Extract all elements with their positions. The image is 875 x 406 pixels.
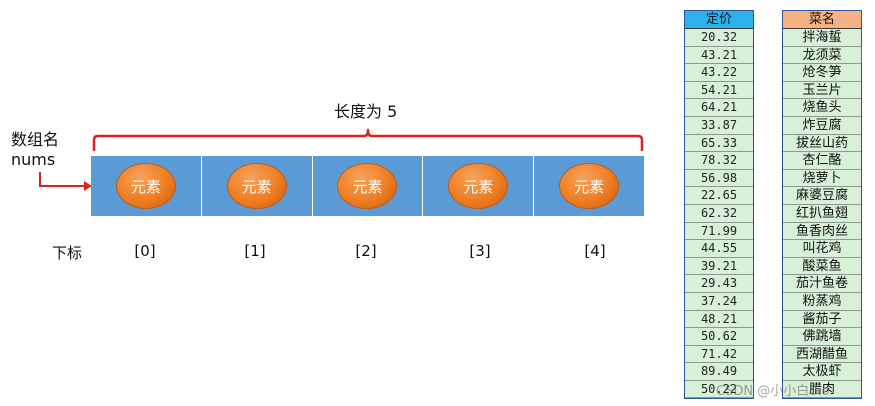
index-caption: 下标 [52, 244, 83, 262]
price-cell: 62.32 [685, 204, 753, 223]
price-cell: 54.21 [685, 81, 753, 100]
length-label: 长度为 5 [334, 102, 398, 121]
watermark: CSDN @小小白0.o [716, 384, 830, 399]
dish-cell: 佛跳墙 [783, 328, 861, 346]
price-cell: 50.62 [685, 328, 753, 346]
index-label: [3] [469, 242, 491, 260]
dish-cell: 红扒鱼翅 [783, 204, 861, 223]
price-cell: 48.21 [685, 310, 753, 329]
dish-cell: 玉兰片 [783, 81, 861, 100]
array-cell: 元素 [91, 156, 202, 216]
dish-cell: 烧萝卜 [783, 169, 861, 188]
dish-cell: 拌海蜇 [783, 29, 861, 47]
dish-cell: 炸豆腐 [783, 116, 861, 135]
dish-cell: 西湖醋鱼 [783, 345, 861, 364]
price-cell: 64.21 [685, 99, 753, 117]
array-element: 元素 [337, 163, 398, 209]
array-cell: 元素 [423, 156, 535, 216]
price-cell: 43.22 [685, 64, 753, 82]
price-cell: 39.21 [685, 257, 753, 276]
price-cell: 56.98 [685, 169, 753, 188]
index-label: [2] [355, 242, 377, 260]
array-cell: 元素 [534, 156, 644, 216]
index-label: [4] [584, 242, 606, 260]
array-box: 元素 元素 元素 元素 元素 [91, 156, 644, 216]
price-header: 定价 [685, 11, 753, 29]
dish-cell: 鱼香肉丝 [783, 222, 861, 241]
array-element: 元素 [226, 163, 287, 209]
price-cell: 22.65 [685, 187, 753, 205]
array-name-label: 数组名 [11, 130, 60, 149]
price-cell: 89.49 [685, 363, 753, 381]
dish-header: 菜名 [783, 11, 861, 29]
index-label: [0] [134, 242, 156, 260]
array-cell: 元素 [202, 156, 313, 216]
price-cell: 50.22 [685, 380, 753, 399]
price-cell: 78.32 [685, 152, 753, 170]
price-cell: 44.55 [685, 240, 753, 258]
dish-cell: 粉蒸鸡 [783, 292, 861, 311]
price-cell: 29.43 [685, 275, 753, 293]
dish-cell: 烧鱼头 [783, 99, 861, 117]
price-cell: 20.32 [685, 29, 753, 47]
dish-cell: 龙须菜 [783, 46, 861, 65]
dish-cell: 酱茄子 [783, 310, 861, 329]
price-cell: 43.21 [685, 46, 753, 65]
dish-cell: 太极虾 [783, 363, 861, 381]
dish-column: 菜名 拌海蜇 龙须菜 炝冬笋 玉兰片 烧鱼头 炸豆腐 拔丝山药 杏仁酪 烧萝卜 … [782, 10, 862, 400]
dish-cell: 麻婆豆腐 [783, 187, 861, 205]
dish-cell: 腊肉 [783, 380, 861, 399]
dish-cell: 杏仁酪 [783, 152, 861, 170]
dish-cell: 酸菜鱼 [783, 257, 861, 276]
array-element: 元素 [559, 163, 620, 209]
dish-cell: 拔丝山药 [783, 134, 861, 153]
dish-cell: 茄汁鱼卷 [783, 275, 861, 293]
price-column: 定价 20.32 43.21 43.22 54.21 64.21 33.87 6… [684, 10, 754, 400]
price-cell: 37.24 [685, 292, 753, 311]
price-cell: 71.99 [685, 222, 753, 241]
array-element: 元素 [115, 163, 176, 209]
price-cell: 65.33 [685, 134, 753, 153]
selection-marker [861, 46, 862, 64]
array-cell: 元素 [313, 156, 424, 216]
dish-cell: 叫花鸡 [783, 240, 861, 258]
price-cell: 71.42 [685, 345, 753, 364]
price-cell: 33.87 [685, 116, 753, 135]
dish-cell: 炝冬笋 [783, 64, 861, 82]
index-label: [1] [244, 242, 266, 260]
array-variable-name: nums [11, 150, 56, 169]
array-element: 元素 [448, 163, 509, 209]
